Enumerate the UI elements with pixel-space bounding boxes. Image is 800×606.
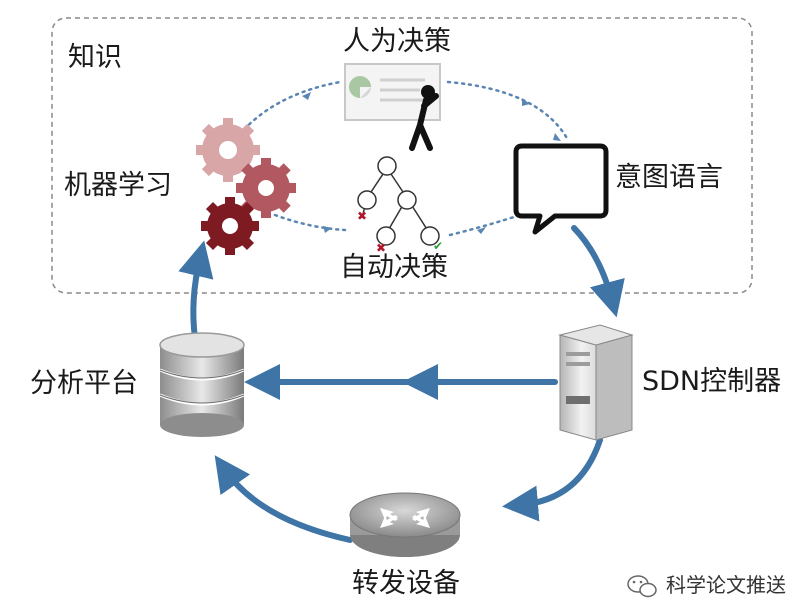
watermark-text: 科学论文推送 — [666, 573, 786, 597]
forwarding-device-label: 转发设备 — [352, 568, 460, 599]
knowledge-label: 知识 — [68, 42, 122, 73]
svg-text:✔: ✔ — [433, 239, 443, 253]
sdn-controller-label: SDN控制器 — [642, 366, 782, 397]
flow-ml-to-human — [233, 80, 342, 142]
flow-controller-to-router — [502, 437, 603, 522]
presenter-chart-icon — [344, 63, 441, 151]
gears-icon — [196, 118, 296, 255]
flow-intent-to-controller — [571, 225, 625, 318]
server-icon — [558, 324, 634, 441]
router-icon — [349, 492, 461, 557]
analytics-platform-label: 分析平台 — [30, 368, 138, 399]
svg-text:✖: ✖ — [376, 241, 386, 255]
flow-ml-to-auto — [273, 213, 347, 232]
auto-decision-label: 自动决策 — [340, 252, 448, 283]
svg-text:✖: ✖ — [357, 209, 367, 223]
intent-language-label: 意图语言 — [615, 162, 723, 193]
machine-learning-label: 机器学习 — [64, 170, 172, 201]
human-decision-label: 人为决策 — [343, 26, 451, 57]
flow-router-to-analytics — [214, 455, 353, 543]
watermark: 科学论文推送 — [630, 569, 786, 598]
decision-tree-icon: ✖ ✖ ✔ — [357, 156, 443, 255]
flow-analytics-to-ml — [178, 240, 214, 341]
knowledge-region — [51, 17, 753, 294]
flow-human-to-intent — [446, 80, 570, 142]
speech-bubble-icon — [513, 143, 609, 235]
wechat-icon — [627, 575, 657, 598]
main-flow-loop — [178, 225, 625, 543]
database-icon — [159, 332, 245, 437]
dotted-arrowheads — [302, 92, 561, 234]
flow-auto-to-intent — [448, 213, 522, 237]
